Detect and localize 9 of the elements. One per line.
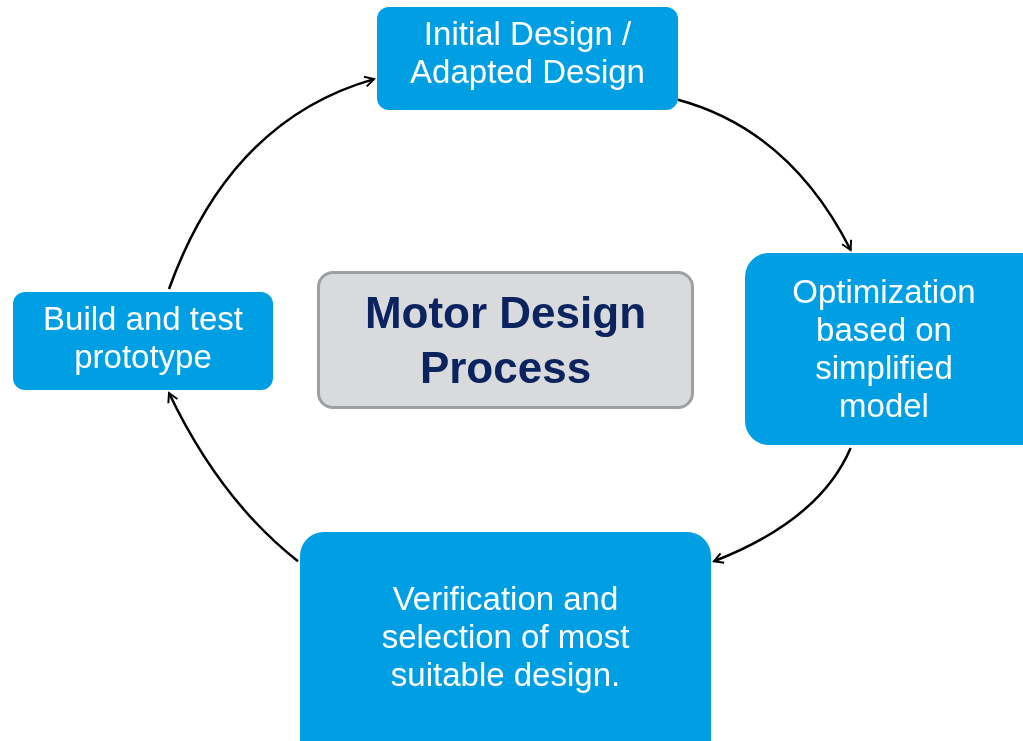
arrow [713, 447, 852, 564]
process-box: Initial Design / Adapted Design [377, 7, 678, 110]
process-box: Optimization based on simplified model [745, 253, 1023, 445]
arrow [167, 392, 299, 563]
arrow [167, 76, 375, 290]
process-box: Verification and selection of most suitable design. [300, 532, 711, 741]
process-box: Build and test prototype [13, 292, 273, 390]
arrow [677, 98, 852, 251]
title-box: Motor Design Process [317, 271, 694, 409]
